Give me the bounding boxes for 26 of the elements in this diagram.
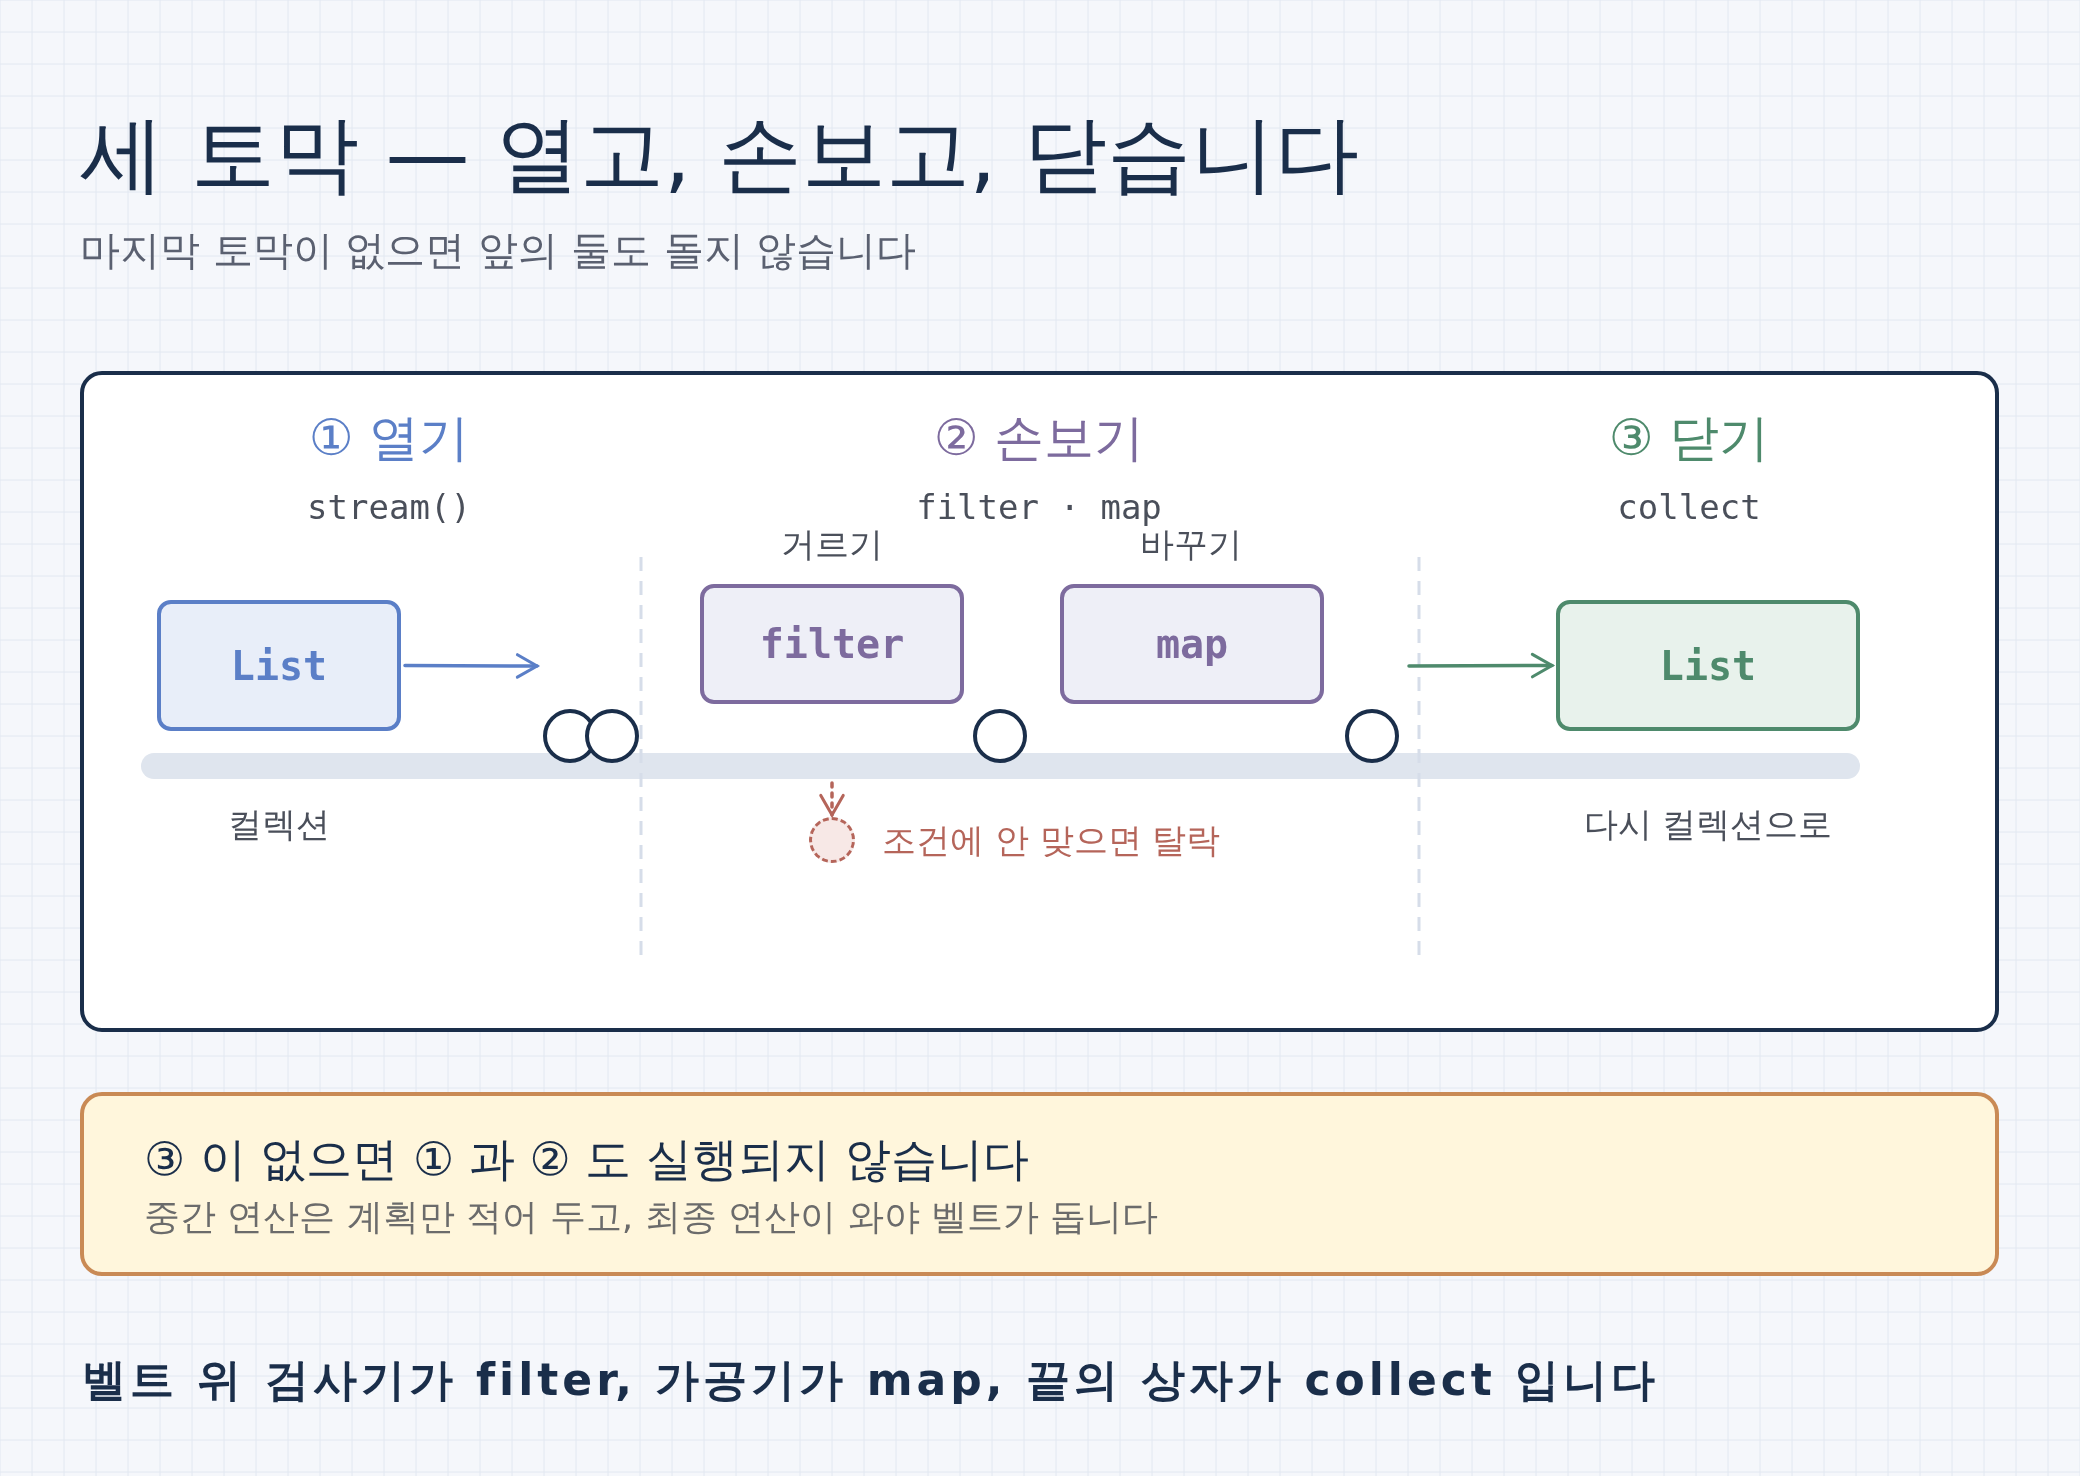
source-list-box: List (157, 600, 401, 731)
filter-box: filter (700, 584, 964, 704)
arrow (403, 653, 539, 679)
arrow (1407, 652, 1554, 679)
note-text: 중간 연산은 계획만 적어 두고, 최종 연산이 와야 벨트가 돕니다 (144, 1195, 1159, 1239)
stage-heading: ③ 닫기 (1608, 408, 1770, 469)
node-caption: 조건에 안 맞으면 탈락 (882, 819, 1221, 862)
node-caption: 거르기 (781, 523, 883, 566)
stage-panel (80, 371, 1999, 1032)
collection-label: 컬렉션 (228, 803, 330, 847)
title: 세 토막 — 열고, 손보고, 닫습니다 (80, 104, 1359, 205)
result-list-box: List (1556, 600, 1860, 731)
map-box: map (1060, 584, 1324, 704)
stage-heading: ① 열기 (308, 408, 470, 469)
stage-heading: ② 손보기 (933, 408, 1145, 469)
note-box (80, 1092, 1999, 1276)
arrow (819, 781, 845, 817)
conveyor-belt (141, 753, 1860, 779)
note-heading: ③ 이 없으면 ① 과 ② 도 실행되지 않습니다 (144, 1131, 1029, 1188)
dropped-item-circle (809, 817, 855, 863)
method-name: collect (1617, 486, 1761, 530)
method-name: stream() (307, 486, 471, 530)
method-name: filter · map (916, 486, 1162, 530)
subtitle: 마지막 토막이 없으면 앞의 둘도 돌지 않습니다 (80, 226, 917, 275)
collection-label: 다시 컬렉션으로 (1583, 803, 1833, 847)
handwritten-note: 벨트 위 검사기가 filter, 가공기가 map, 끝의 상자가 collect 입니다 (82, 1353, 1660, 1408)
